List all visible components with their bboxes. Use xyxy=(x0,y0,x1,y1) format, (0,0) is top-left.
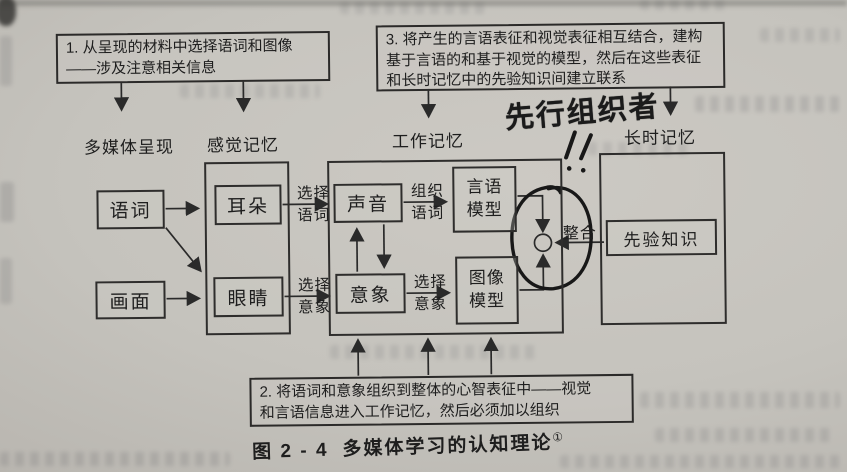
box-verbal-model: 言语 模型 xyxy=(452,166,517,233)
note-step3: 3. 将产生的言语表征和视觉表征相互结合，建构 基于言语的和基于视觉的模型，然后… xyxy=(375,21,726,92)
bleed-through-noise xyxy=(640,0,730,10)
bleed-through-noise xyxy=(760,28,840,42)
note-step2: 2. 将语词和意象组织到整体的心智表征中——视觉 和言语信息进入工作记忆，然后必… xyxy=(249,373,634,427)
box-eyes: 眼睛 xyxy=(213,276,284,318)
pictorial-model-line2: 模型 xyxy=(468,291,506,311)
bleed-through-noise xyxy=(0,36,12,86)
box-pictorial-model: 图像 模型 xyxy=(455,256,519,325)
note-step2-line2: 和言语信息进入工作记忆，然后必须加以组织 xyxy=(259,401,560,422)
box-words: 语词 xyxy=(96,189,165,230)
note-step3-line1: 3. 将产生的言语表征和视觉表征相互结合，建构 xyxy=(385,28,703,49)
stage-label-working-memory: 工作记忆 xyxy=(391,131,465,152)
note-step1-line1: 1. 从呈现的材料中选择语词和图像 xyxy=(65,37,293,57)
bleed-through-noise xyxy=(0,258,12,304)
bleed-through-noise xyxy=(655,428,835,442)
page-edge-shadow xyxy=(0,0,847,6)
process-select-images-sensory: 选择 意象 xyxy=(297,276,332,317)
bleed-through-noise xyxy=(560,455,840,468)
stage-label-longterm-memory: 长时记忆 xyxy=(623,128,696,148)
note-step1-line2: ——涉及注意相关信息 xyxy=(66,58,217,78)
stage-label-sensory-memory: 感觉记忆 xyxy=(206,135,280,156)
arrow-words-to-eyes xyxy=(165,227,202,273)
bleed-through-noise xyxy=(180,84,320,98)
process-select-images-working: 选择 意象 xyxy=(413,273,448,314)
box-ears: 耳朵 xyxy=(214,184,282,226)
bleed-through-noise xyxy=(640,392,840,408)
note-step1: 1. 从呈现的材料中选择语词和图像 ——涉及注意相关信息 xyxy=(55,30,331,84)
process-organize-words: 组织 语词 xyxy=(410,182,445,223)
box-prior-knowledge: 先验知识 xyxy=(605,218,718,257)
bleed-through-noise xyxy=(695,96,840,112)
handwritten-exclamation-marks xyxy=(564,130,593,173)
process-integrate: 整合 xyxy=(562,225,597,243)
verbal-model-line1: 言语 xyxy=(466,177,503,197)
bleed-through-noise xyxy=(0,452,230,466)
pictorial-model-line1: 图像 xyxy=(468,268,505,288)
box-pictures: 画面 xyxy=(95,280,166,320)
bleed-through-noise xyxy=(0,182,14,222)
figure-number: 图 2 - 4 xyxy=(251,439,329,464)
bleed-through-noise xyxy=(588,142,688,155)
handdrawn-circle-annotation xyxy=(510,185,593,291)
footnote-mark: ① xyxy=(552,429,566,445)
integration-node xyxy=(533,233,553,253)
box-images: 意象 xyxy=(335,273,406,314)
note-step3-line2: 基于言语的和基于视觉的模型，然后在这些表征 xyxy=(385,48,702,69)
page-corner-shadow xyxy=(0,0,16,26)
stage-label-multimedia-presentation: 多媒体呈现 xyxy=(83,137,175,158)
box-sounds: 声音 xyxy=(333,183,403,223)
bleed-through-noise xyxy=(340,2,490,14)
process-select-words: 选择 语词 xyxy=(296,184,331,225)
verbal-model-line2: 模型 xyxy=(466,200,503,220)
printed-arrows xyxy=(113,80,679,376)
note-step2-line1: 2. 将语词和意象组织到整体的心智表征中——视觉 xyxy=(259,380,592,401)
